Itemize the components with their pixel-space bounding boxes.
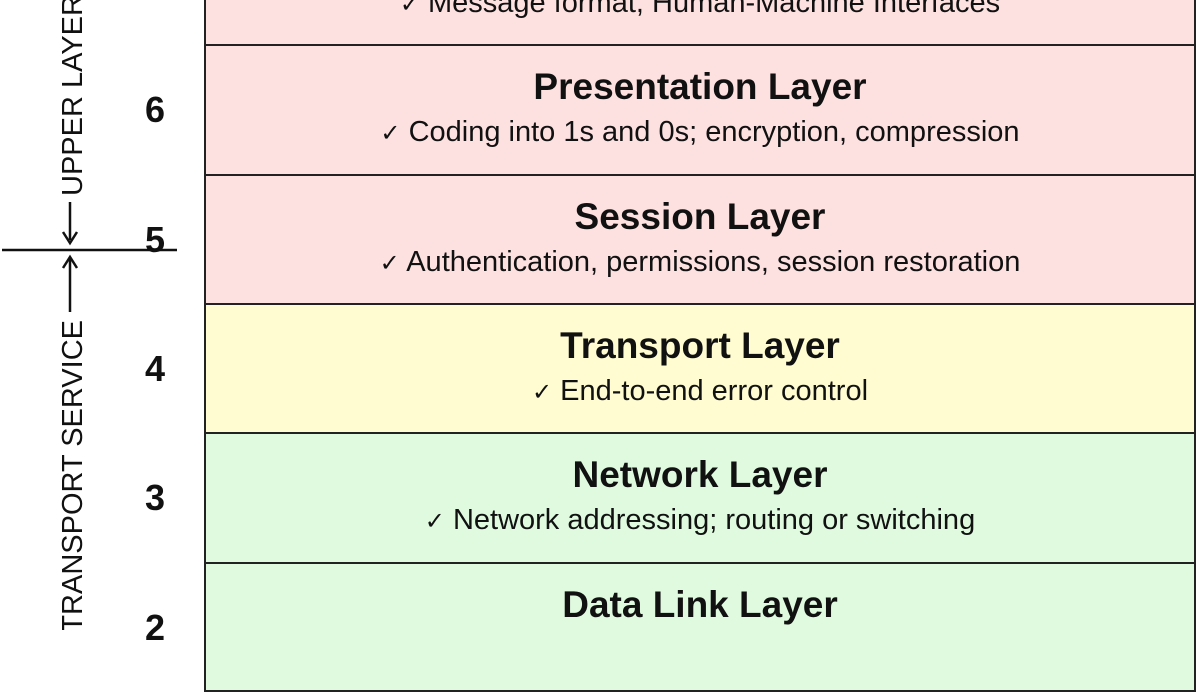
layer-number: 3 [144, 477, 166, 518]
layer-number: 4 [144, 348, 166, 389]
check-icon: ✓ [379, 250, 400, 277]
description-text: Network addressing; routing or switching [452, 504, 976, 536]
layer-title: Data Link Layer [562, 584, 838, 625]
check-icon: ✓ [424, 508, 445, 535]
layer-title: Transport Layer [560, 325, 840, 366]
layer-description: ✓ Network addressing; routing or switchi… [206, 504, 1194, 537]
layer-description: ✓ Coding into 1s and 0s; encryption, com… [206, 116, 1194, 149]
layer-title: Presentation Layer [533, 66, 867, 107]
layer-row: Data Link Layer [204, 562, 1196, 692]
description-text: Coding into 1s and 0s; encryption, compr… [408, 116, 1020, 148]
side-labels: UPPER LAYERS TRANSPORT SERVICE [2, 0, 177, 630]
description-text: End-to-end error control [560, 375, 869, 407]
layer-description: ✓ Message format, Human-Machine Interfac… [206, 0, 1194, 20]
layer-row: Session Layer ✓ Authentication, permissio… [204, 174, 1196, 305]
layer-row: Presentation Layer ✓ Coding into 1s and 0… [204, 44, 1196, 176]
layer-description: ✓ End-to-end error control [206, 375, 1194, 408]
check-icon: ✓ [531, 379, 553, 406]
transport-service-label: TRANSPORT SERVICE [57, 320, 89, 630]
up-arrow-icon [61, 254, 79, 269]
layer-row: ✓ Message format, Human-Machine Interfac… [204, 0, 1196, 46]
layer-number: 2 [144, 607, 166, 648]
down-arrow-icon [61, 231, 79, 246]
layer-number: 6 [144, 89, 166, 130]
description-text: Message format, Human-Machine Interfaces [427, 0, 1001, 19]
layer-description: ✓ Authentication, permissions, session r… [206, 246, 1194, 279]
layer-title: Session Layer [574, 196, 826, 237]
layer-row: Network Layer ✓ Network addressing; routi… [204, 432, 1196, 564]
check-icon: ✓ [380, 120, 401, 147]
layer-number: 5 [144, 219, 166, 260]
layer-row: Transport Layer ✓ End-to-end error contro… [204, 303, 1196, 434]
layer-title: Network Layer [572, 454, 828, 495]
check-icon: ✓ [399, 0, 420, 18]
upper-layers-label: UPPER LAYERS [57, 0, 89, 196]
description-text: Authentication, permissions, session res… [406, 246, 1021, 278]
